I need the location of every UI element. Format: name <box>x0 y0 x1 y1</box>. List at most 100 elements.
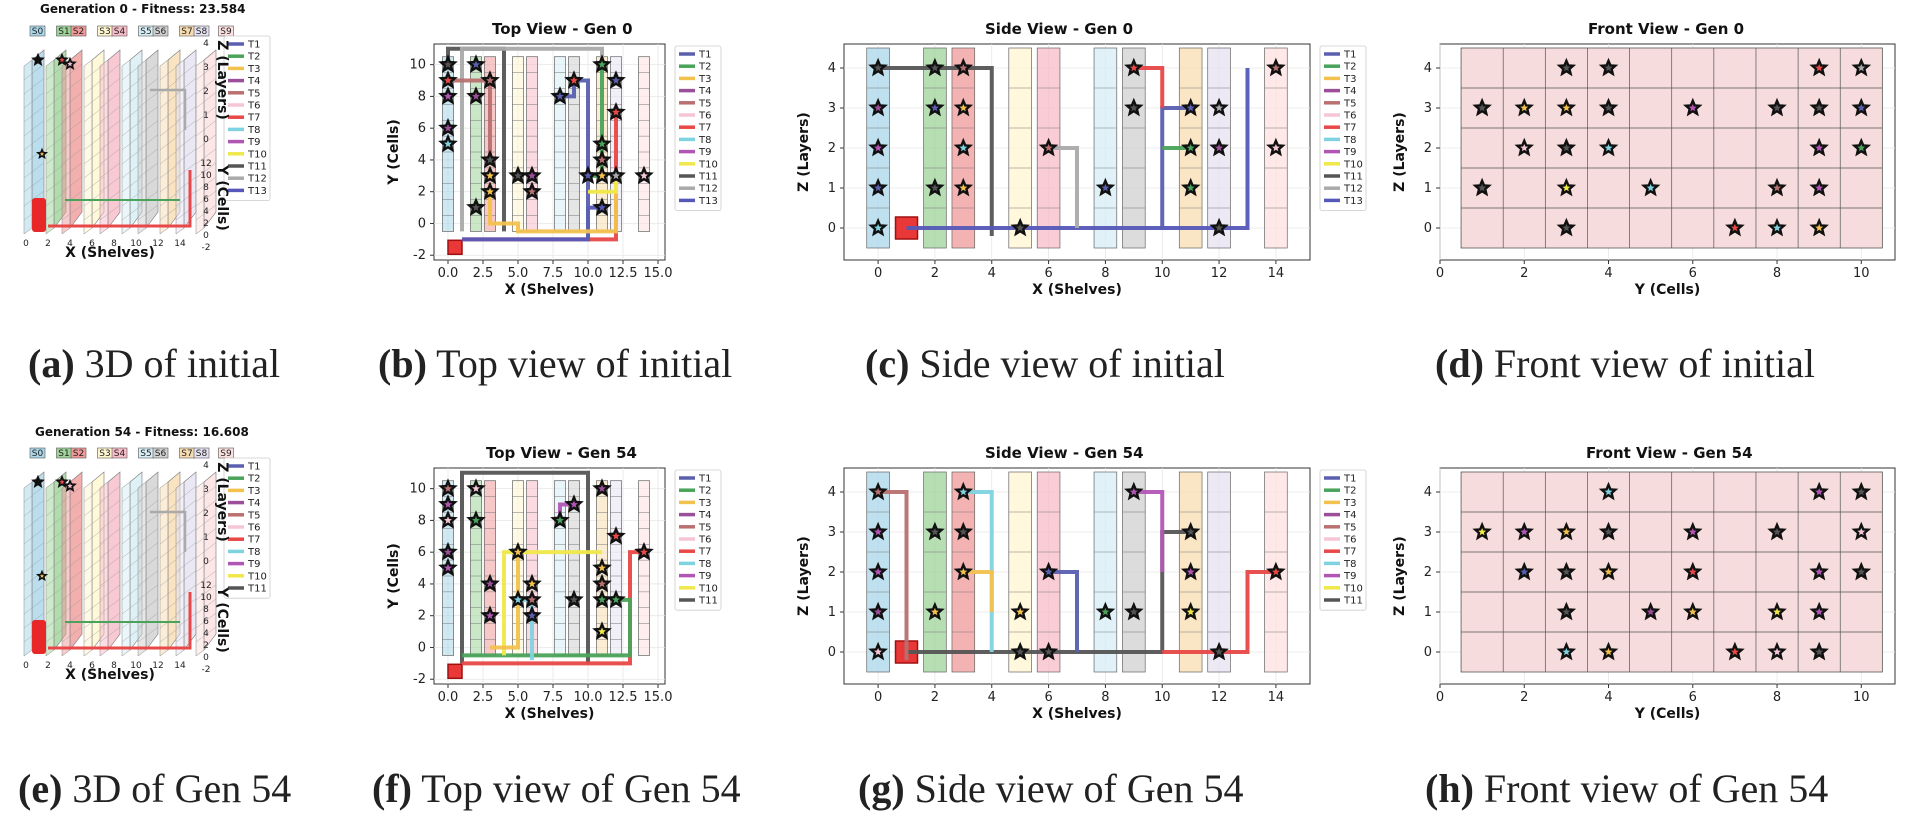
shelf-3d-line <box>137 626 159 643</box>
shelf-1 <box>470 480 482 656</box>
item-star-core <box>612 76 620 84</box>
item-star-core <box>1815 488 1823 496</box>
shelf-3d-line <box>195 570 217 587</box>
y-tick-label: 10 <box>200 171 212 181</box>
route-t11 <box>906 530 1191 654</box>
item-star-core <box>514 548 522 556</box>
shelf-3d-line <box>195 556 217 573</box>
item-star-core <box>528 595 536 604</box>
shelf-tag-label: S0 <box>32 449 44 459</box>
item-star-core <box>1857 144 1866 152</box>
item-star-core <box>1562 528 1571 536</box>
legend-label-t10: T10 <box>247 149 267 160</box>
caption-d: (d) Front view of initial <box>1435 341 1815 386</box>
shelf-3d-line <box>61 162 83 179</box>
item-star-core <box>486 187 494 195</box>
shelf-3d-line <box>175 570 197 587</box>
y-tick-label: 0 <box>1424 645 1432 660</box>
legend-label-t2: T2 <box>247 52 260 63</box>
item-star-core <box>1773 183 1781 192</box>
legend-label-t11: T11 <box>247 162 267 173</box>
shelf-tag-label: S7 <box>181 27 192 37</box>
shelf-3d-line <box>195 204 217 221</box>
shelf-tag-label: S7 <box>181 449 192 459</box>
shelf-3d-line <box>195 584 217 601</box>
x-tick-label: 2 <box>1520 266 1528 281</box>
x-tick-label: 2.5 <box>473 690 494 705</box>
item-star-core <box>1016 647 1024 656</box>
item-star-core <box>959 528 968 536</box>
shelf-3d-line <box>99 92 121 109</box>
shelf-3d-line <box>61 78 83 95</box>
item-star-core <box>1016 223 1024 232</box>
y-axis-label: Y (Cells) <box>214 164 230 231</box>
item-star-core <box>1215 647 1223 656</box>
y-tick-label: 1 <box>828 605 836 620</box>
item-star-core <box>598 627 606 635</box>
z-tick-label: 1 <box>203 533 209 543</box>
shelf-3 <box>512 56 524 232</box>
legend-label-t1: T1 <box>698 474 711 485</box>
item-star-core <box>598 140 606 148</box>
item-star-core <box>874 528 882 536</box>
x-tick-label: 0 <box>1436 266 1444 281</box>
caption-h: (h) Front view of Gen 54 <box>1425 766 1829 811</box>
y-tick-label: 4 <box>203 207 209 217</box>
y-tick-label: 0 <box>203 653 209 663</box>
shelf-3d-line <box>137 570 159 587</box>
item-star-core <box>1562 64 1571 72</box>
legend-label-t2: T2 <box>698 62 711 73</box>
legend-label-t8: T8 <box>698 135 711 146</box>
x-tick-label: 8 <box>111 239 117 249</box>
item-star-core <box>1130 488 1138 496</box>
x-tick-label: 12.5 <box>609 266 638 281</box>
shelf-tag-box <box>193 25 210 37</box>
shelf-tag-label: S4 <box>114 27 126 37</box>
shelf-3d-line <box>99 106 121 123</box>
legend-label-t1: T1 <box>247 462 260 473</box>
x-tick-label: 0 <box>23 661 29 671</box>
item-star-core <box>640 548 648 556</box>
route-t9 <box>1133 490 1165 572</box>
x-tick-label: 10 <box>1154 690 1171 705</box>
shelf-tag-label: S8 <box>196 27 208 37</box>
shelf-tag-label: S2 <box>73 27 84 37</box>
item-star-core <box>472 516 480 524</box>
x-tick-label: 10 <box>130 239 142 249</box>
y-tick-label: 1 <box>1424 181 1432 196</box>
item-star-core <box>584 171 592 180</box>
caption-a: (a) 3D of initial <box>28 341 281 386</box>
shelf-5 <box>554 56 566 232</box>
z-axis-label: Z (Layers) <box>214 40 230 120</box>
shelf-3d-line <box>61 528 83 545</box>
y-tick-label: 0 <box>203 231 209 241</box>
item-star-core <box>1520 104 1529 112</box>
shelf-3d-line <box>99 570 121 587</box>
shelf-3d-line <box>99 176 121 193</box>
item-star-core <box>1604 568 1613 576</box>
shelf-3d-line <box>137 598 159 615</box>
x-tick-label: 4 <box>1604 690 1612 705</box>
shelf-3d-line <box>137 612 159 629</box>
item-star-core <box>1773 647 1781 656</box>
y-tick-label: 0 <box>418 640 426 655</box>
caption-b: (b) Top view of initial <box>378 341 733 386</box>
depot-marker <box>447 239 463 256</box>
item-star-core <box>1478 528 1486 536</box>
y-tick-label: 2 <box>418 185 426 200</box>
item-star-core <box>1857 488 1866 496</box>
y-tick-label: 4 <box>828 61 836 76</box>
shelf-3d-line <box>195 176 217 193</box>
shelf-3d-line <box>23 134 45 151</box>
depot-3d <box>32 198 46 232</box>
z-tick-label: 2 <box>203 509 209 519</box>
item-star-core <box>444 124 452 132</box>
item-star-core <box>1815 144 1823 152</box>
item-star-core <box>1773 104 1781 112</box>
shelf-3d-line <box>99 612 121 629</box>
x-tick-label: 8 <box>1773 690 1781 705</box>
x-tick-label: 12 <box>1211 690 1228 705</box>
y-tick-label: 4 <box>418 153 426 168</box>
